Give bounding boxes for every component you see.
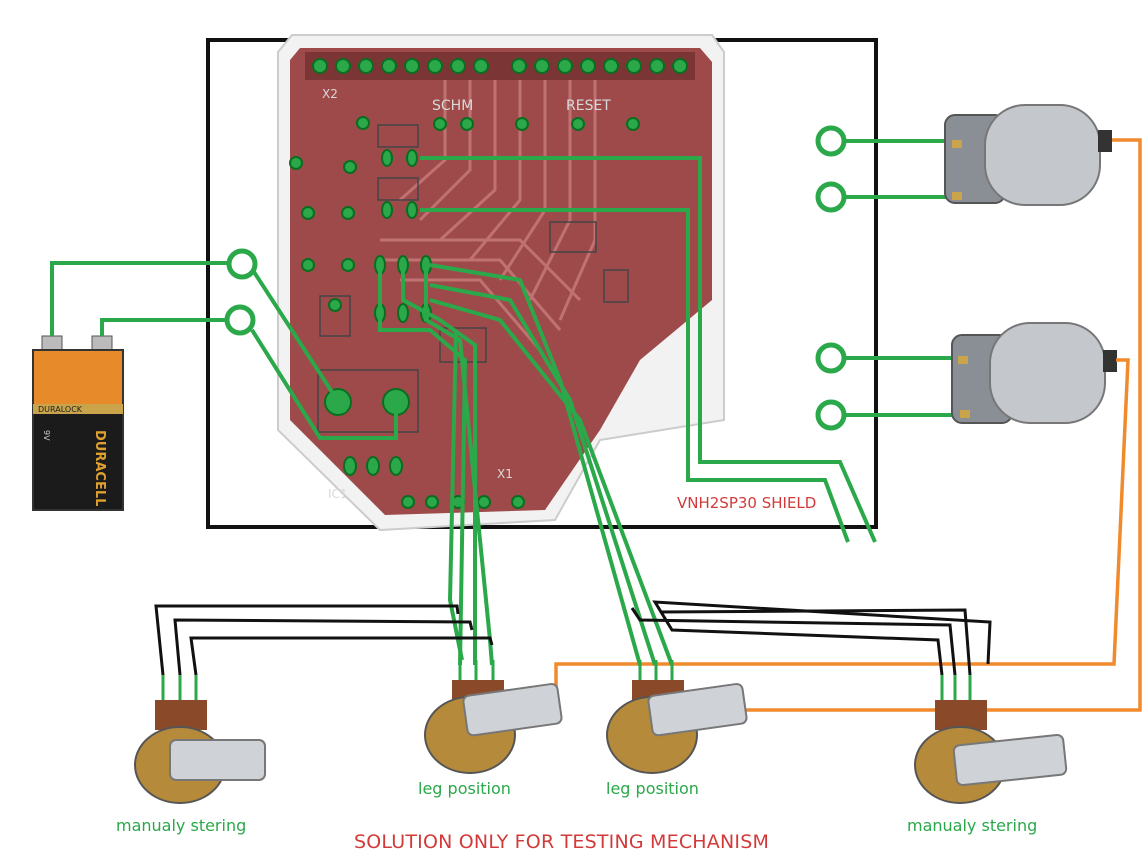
manual-steering-label-left: manualy stering: [116, 816, 247, 835]
battery-top-text: DURALOCK: [38, 405, 83, 414]
manual-steering-label-right: manualy stering: [907, 816, 1038, 835]
battery-brand: DURACELL: [92, 430, 107, 506]
motor-wires: [845, 139, 966, 417]
potentiometer-leg-left: [424, 660, 563, 774]
pcb-label-x2: X2: [322, 87, 338, 101]
leg-position-label-right: leg position: [606, 779, 699, 798]
potentiometer-manual-left: [134, 675, 266, 804]
pcb-board: SCHM RESET X2 X1 IC1: [277, 34, 725, 532]
pcb-label-reset: RESET: [566, 98, 611, 114]
dc-motor-top: [944, 104, 1112, 206]
signal-wires-right: [420, 156, 877, 666]
potentiometer-manual-right: [914, 675, 1068, 804]
battery-terminals: [224, 248, 258, 336]
battery-wires: [50, 261, 398, 440]
battery-terminal-positive: [226, 248, 258, 280]
potentiometer-leg-right: [606, 660, 748, 774]
signal-wires-left: [378, 265, 494, 666]
battery-voltage: 9V: [42, 430, 51, 441]
motor-terminals: [815, 125, 847, 431]
battery-9v: DURALOCK DURACELL 9V: [32, 335, 124, 511]
battery-terminal-negative: [224, 304, 256, 336]
footer-note: SOLUTION ONLY FOR TESTING MECHANISM: [354, 831, 770, 853]
black-wires: [154, 600, 992, 676]
pcb-label-x1: X1: [497, 467, 513, 481]
pcb-label-ic1: IC1: [328, 487, 348, 501]
shield-label: VNH2SP30 SHIELD: [677, 494, 817, 512]
pcb-label-schm: SCHM: [432, 98, 473, 114]
leg-position-label-left: leg position: [418, 779, 511, 798]
dc-motor-bottom: [951, 322, 1117, 424]
